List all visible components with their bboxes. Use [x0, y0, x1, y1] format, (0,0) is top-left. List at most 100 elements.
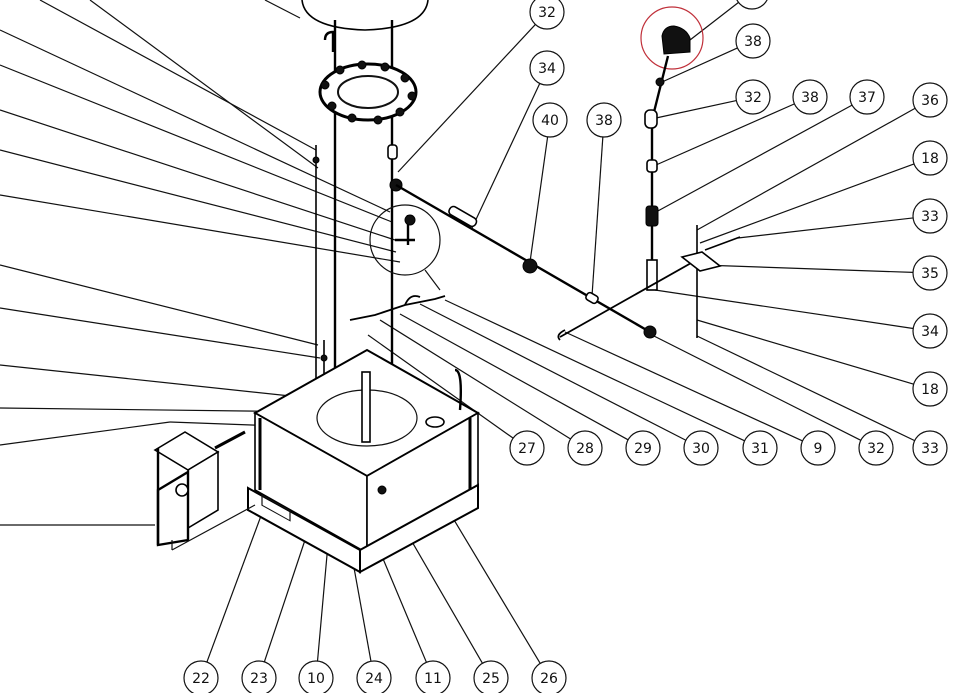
- leader-line: [655, 100, 737, 119]
- callout-circle: [509, 430, 545, 466]
- callout-circle: [567, 430, 603, 466]
- callout-22: 22: [183, 660, 219, 693]
- callout-number: 22: [192, 671, 210, 687]
- leader-line: [701, 264, 914, 274]
- callout-32: 32: [858, 430, 894, 466]
- callout-circle: [912, 371, 948, 407]
- leader-line: [696, 335, 915, 442]
- callout-37: 37: [849, 79, 885, 115]
- leader-line: [696, 319, 914, 385]
- highlight-circle: [640, 6, 704, 70]
- leader-line: [564, 331, 803, 442]
- callout-number: 24: [365, 671, 383, 687]
- leader-line: [399, 313, 629, 441]
- leader-line: [591, 136, 604, 297]
- callout-number: 34: [538, 61, 556, 77]
- callout-number: 11: [424, 671, 442, 687]
- gas-tube: [349, 183, 657, 339]
- callout-circle: [586, 102, 622, 138]
- detail-magnifier: [369, 204, 441, 291]
- callout-number: 35: [921, 266, 939, 282]
- leader-line: [737, 217, 914, 239]
- callout-circle: [531, 660, 567, 693]
- callout-number: 32: [538, 5, 556, 21]
- callout-number: 36: [921, 93, 939, 109]
- callout-number: 30: [692, 441, 710, 457]
- callout-27: 27: [509, 430, 545, 466]
- leader-line: [654, 289, 914, 330]
- callout-circle: [298, 660, 334, 693]
- callout-23: 23: [241, 660, 277, 693]
- callout-number: 33: [921, 441, 939, 457]
- callout-circle: [529, 0, 565, 30]
- leader-line: [529, 136, 549, 263]
- callout-circle: [849, 79, 885, 115]
- callout-partial: [736, 0, 768, 10]
- callout-33: 33: [912, 198, 948, 234]
- callout-35: 35: [912, 255, 948, 291]
- callout-24: 24: [356, 660, 392, 693]
- callout-circle: [912, 198, 948, 234]
- callout-32: 32: [735, 79, 771, 115]
- callout-number: 18: [921, 382, 939, 398]
- callout-34: 34: [912, 313, 948, 349]
- callout-38: 38: [792, 79, 828, 115]
- callout-circle: [912, 313, 948, 349]
- callout-30: 30: [683, 430, 719, 466]
- callout-number: 27: [518, 441, 536, 457]
- callout-circle: [858, 430, 894, 466]
- callout-number: 32: [744, 90, 762, 106]
- callout-circle: [735, 23, 771, 59]
- callout-circle: [735, 79, 771, 115]
- callout-circle: [356, 660, 392, 693]
- leader-line: [661, 47, 738, 83]
- callout-number: 25: [482, 671, 500, 687]
- callout-circle: [241, 660, 277, 693]
- callout-number: 38: [744, 34, 762, 50]
- callout-18: 18: [912, 140, 948, 176]
- leader-line: [699, 163, 915, 244]
- callout-circle: [912, 82, 948, 118]
- callout-number: 9: [814, 441, 823, 457]
- callout-32: 32: [529, 0, 565, 30]
- leader-line: [397, 24, 536, 173]
- callout-number: 32: [867, 441, 885, 457]
- callout-18: 18: [912, 371, 948, 407]
- burner-ring: [320, 60, 417, 125]
- callout-38: 38: [735, 23, 771, 59]
- base-cabinet: [247, 348, 481, 574]
- callout-number: 23: [250, 671, 268, 687]
- callout-circle: [742, 430, 778, 466]
- callout-circle: [625, 430, 661, 466]
- leader-line: [419, 303, 687, 441]
- callout-number: 38: [595, 113, 613, 129]
- callout-circle: [529, 50, 565, 86]
- leader-line: [649, 333, 862, 441]
- callout-number: 28: [576, 441, 594, 457]
- callout-33: 33: [912, 430, 948, 466]
- callout-9: 9: [800, 430, 836, 466]
- callout-34: 34: [529, 50, 565, 86]
- callout-26: 26: [531, 660, 567, 693]
- leader-line: [655, 104, 853, 213]
- callout-number: 26: [540, 671, 558, 687]
- callout-number: 37: [858, 90, 876, 106]
- leader-line: [655, 103, 795, 166]
- leader-line: [444, 299, 745, 442]
- leader-line: [689, 1, 739, 41]
- callout-number: 40: [541, 113, 559, 129]
- callout-10: 10: [298, 660, 334, 693]
- callout-circle: [183, 660, 219, 693]
- callout-circle: [415, 660, 451, 693]
- callout-25: 25: [473, 660, 509, 693]
- callout-number: 33: [921, 209, 939, 225]
- leader-line: [471, 83, 541, 229]
- callout-circle: [912, 140, 948, 176]
- callout-circle: [683, 430, 719, 466]
- callout-11: 11: [415, 660, 451, 693]
- leader-line: [206, 504, 266, 663]
- callout-36: 36: [912, 82, 948, 118]
- callout-circle: [736, 0, 768, 10]
